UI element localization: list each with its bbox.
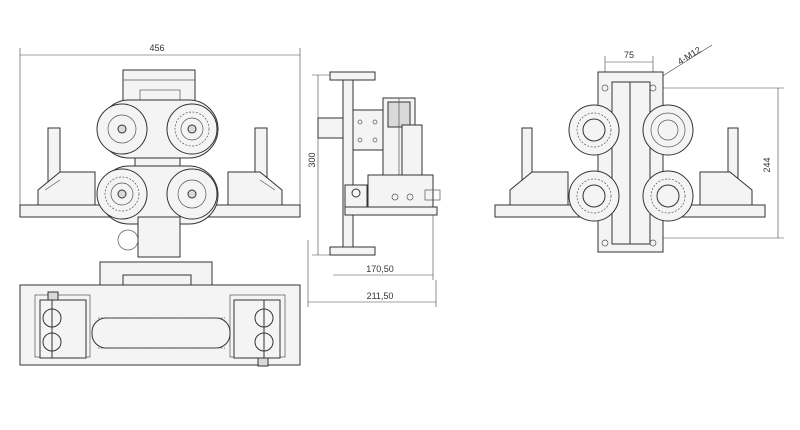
side-block bbox=[352, 109, 384, 151]
front-wheel-lr bbox=[166, 168, 218, 220]
rear-wheel-ul bbox=[568, 104, 620, 156]
rear-right-gusset bbox=[699, 171, 753, 206]
rear-center-column bbox=[611, 81, 651, 245]
front-wheel-ul bbox=[96, 103, 148, 155]
side-shaft bbox=[317, 117, 344, 139]
left-gusset bbox=[37, 171, 96, 206]
label-4-m12: 4-M12 bbox=[676, 45, 703, 67]
rear-wheel-ur bbox=[642, 104, 694, 156]
drive-belt bbox=[91, 317, 231, 349]
side-view: 300 170,50 211,50 bbox=[307, 71, 441, 307]
side-plate bbox=[342, 71, 354, 255]
rear-wheel-ll bbox=[568, 170, 620, 222]
dim-label-211: 211,50 bbox=[367, 291, 394, 301]
dim-label-75: 75 bbox=[624, 50, 634, 60]
dim-label-456: 456 bbox=[149, 43, 164, 53]
front-wheel-ur bbox=[166, 103, 218, 155]
side-bottom-flange bbox=[329, 246, 376, 256]
dim-label-244: 244 bbox=[762, 157, 772, 172]
dim-label-300: 300 bbox=[307, 152, 317, 167]
clamp-right bbox=[233, 299, 281, 367]
clamp-left bbox=[39, 291, 87, 359]
stem bbox=[137, 216, 181, 258]
side-top-flange bbox=[329, 71, 376, 81]
front-wheel-ll bbox=[96, 168, 148, 220]
side-base-rail bbox=[344, 206, 438, 216]
rear-left-gusset bbox=[509, 171, 569, 206]
dim-label-170: 170,50 bbox=[366, 264, 394, 274]
rear-view: 75 4-M12 244 bbox=[494, 45, 784, 253]
top-cap bbox=[122, 69, 196, 103]
right-gusset bbox=[227, 171, 283, 206]
side-lower-assembly bbox=[367, 174, 434, 208]
rear-wheel-lr bbox=[642, 170, 694, 222]
front-view: 456 bbox=[19, 43, 301, 367]
